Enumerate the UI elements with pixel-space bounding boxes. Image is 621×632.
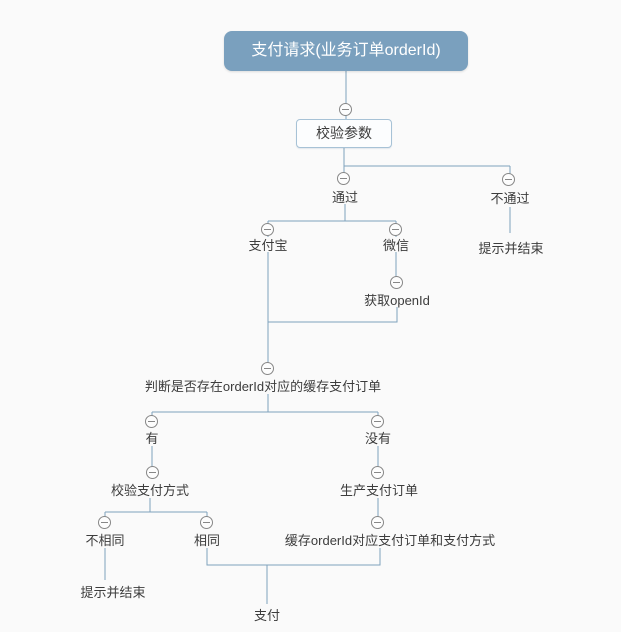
collapse-icon[interactable] <box>337 172 350 185</box>
collapse-icon[interactable] <box>261 362 274 375</box>
collapse-icon[interactable] <box>371 415 384 428</box>
node-verify-method[interactable]: 校验支付方式 <box>110 483 190 498</box>
node-check-cache[interactable]: 判断是否存在orderId对应的缓存支付订单 <box>144 379 382 394</box>
node-wechat[interactable]: 微信 <box>382 238 410 253</box>
collapse-icon[interactable] <box>200 516 213 529</box>
node-different-end[interactable]: 提示并结束 <box>80 585 146 600</box>
collapse-icon[interactable] <box>261 223 274 236</box>
collapse-icon[interactable] <box>145 415 158 428</box>
collapse-icon[interactable] <box>502 173 515 186</box>
node-has-cache[interactable]: 有 <box>145 431 159 446</box>
node-fail[interactable]: 不通过 <box>490 191 530 206</box>
node-pay[interactable]: 支付 <box>253 608 281 623</box>
node-payment-request[interactable]: 支付请求(业务订单orderId) <box>224 31 468 71</box>
collapse-icon[interactable] <box>389 223 402 236</box>
edge-pay-converge <box>206 548 381 566</box>
node-pass[interactable]: 通过 <box>331 190 359 205</box>
node-fail-end[interactable]: 提示并结束 <box>478 241 544 256</box>
node-cache-order[interactable]: 缓存orderId对应支付订单和支付方式 <box>284 533 496 548</box>
node-different[interactable]: 不相同 <box>85 533 125 548</box>
node-no-cache[interactable]: 没有 <box>364 431 392 446</box>
node-create-order[interactable]: 生产支付订单 <box>339 483 419 498</box>
node-alipay[interactable]: 支付宝 <box>248 238 288 253</box>
node-validate-params[interactable]: 校验参数 <box>296 119 392 148</box>
collapse-icon[interactable] <box>98 516 111 529</box>
collapse-icon[interactable] <box>339 103 352 116</box>
collapse-icon[interactable] <box>146 466 159 479</box>
node-same[interactable]: 相同 <box>193 533 221 548</box>
collapse-icon[interactable] <box>390 276 403 289</box>
node-get-openid[interactable]: 获取openId <box>364 293 430 308</box>
collapse-icon[interactable] <box>371 516 384 529</box>
edge-openid-converge <box>268 307 398 323</box>
collapse-icon[interactable] <box>371 466 384 479</box>
